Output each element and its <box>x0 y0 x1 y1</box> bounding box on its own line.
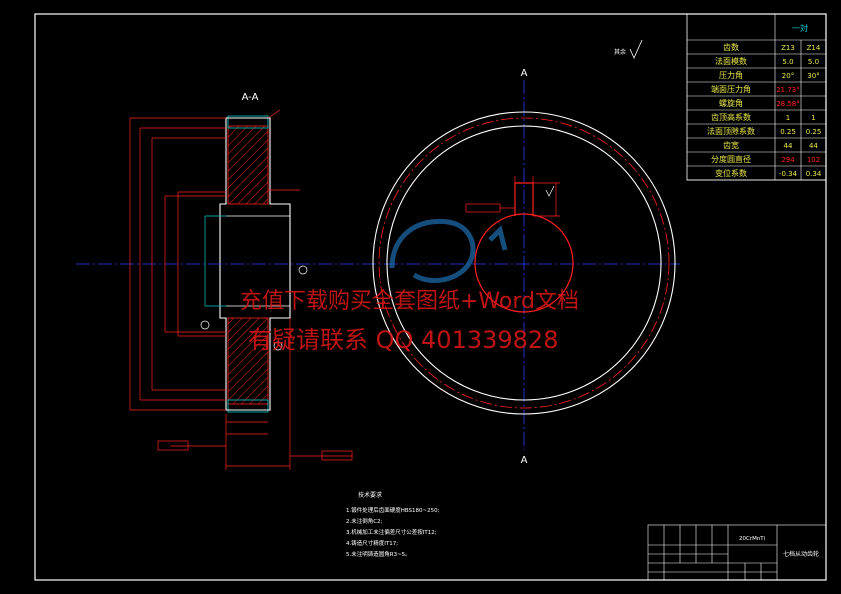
table-row: 螺旋角 28.58° <box>687 98 826 111</box>
table-row: 法面模数 5.0 5.0 <box>687 56 826 69</box>
table-cell-v1: 20° <box>782 72 794 80</box>
table-cell-label: 法面顶隙系数 <box>707 126 755 136</box>
table-row: 端面压力角 21.73° <box>687 84 826 97</box>
tech-note-item: 4.铸造尺寸精度IT17; <box>346 539 398 547</box>
parameter-table: 一対 齿数 Z13 Z14 法面模数 5.0 5.0 压力角 20° 30° 端面压力角 21.73… <box>686 13 827 181</box>
table-cell-label: 端面压力角 <box>711 84 751 94</box>
table-header: 一対 <box>792 23 808 33</box>
table-cell-label: 螺旋角 <box>719 98 743 108</box>
cut-mark-top: A <box>521 68 528 79</box>
table-row: 齿宽 44 44 <box>687 140 826 153</box>
watermark-line-1: 充值下载购买全套图纸+Word文档 <box>240 289 579 314</box>
table-cell-v1: 28.58° <box>776 100 800 108</box>
table-cell-v2: 0.34 <box>806 170 822 178</box>
table-cell-v1: 21.73° <box>776 86 800 94</box>
table-cell-label: 压力角 <box>719 70 743 80</box>
table-cell-label: 法面模数 <box>715 56 747 66</box>
title-block <box>647 524 827 581</box>
svg-text:其余: 其余 <box>614 48 626 56</box>
tech-notes-title: 技术要求 <box>358 491 382 499</box>
table-cell-v2: Z14 <box>807 44 821 52</box>
table-row: 压力角 20° 30° <box>687 70 826 83</box>
table-row: 齿顶高系数 1 1 <box>687 112 826 125</box>
tech-note-item: 2.未注倒角C2; <box>346 517 383 525</box>
table-cell-label: 齿数 <box>723 42 739 52</box>
section-label: A-A <box>242 92 259 103</box>
table-cell-v1: Z13 <box>781 44 795 52</box>
table-row: 分度圆直径 294 102 <box>687 154 826 167</box>
watermark-logo <box>389 218 508 284</box>
roughness-symbol-top: 其余 <box>614 39 643 59</box>
section-view <box>76 109 680 470</box>
title-block-material: 20CrMnTi <box>739 536 766 542</box>
table-cell-v1: 294 <box>781 156 795 164</box>
table-cell-v2: 1 <box>811 114 815 122</box>
table-cell-v1: 1 <box>786 114 790 122</box>
table-cell-v1: 0.25 <box>780 128 796 136</box>
table-cell-v2: 5.0 <box>808 58 819 66</box>
table-row: 变位系数 -0.34 0.34 <box>687 168 826 181</box>
title-block-part-name: 七档从动齿轮 <box>783 550 819 558</box>
cut-mark-bottom: A <box>521 455 528 466</box>
table-cell-v2: 44 <box>809 142 818 150</box>
table-cell-v2: 102 <box>807 156 820 164</box>
table-cell-label: 分度圆直径 <box>711 154 751 164</box>
table-cell-label: 齿宽 <box>723 140 739 150</box>
watermark-line-2: 有疑请联系 QQ 401339828 <box>248 326 559 354</box>
table-cell-label: 变位系数 <box>715 168 747 178</box>
table-cell-v1: 5.0 <box>782 58 793 66</box>
front-view <box>372 80 676 450</box>
table-cell-v2: 30° <box>807 72 819 80</box>
tech-note-item: 5.未注明铸造圆角R3~5。 <box>346 550 411 558</box>
table-cell-v1: 44 <box>784 142 793 150</box>
tech-note-item: 1.锻件处理后齿面硬度HBS180~250; <box>346 506 440 514</box>
table-cell-v2: 0.25 <box>806 128 822 136</box>
tech-note-item: 3.机械加工未注偏差尺寸公差按IT12; <box>346 528 437 536</box>
table-cell-label: 齿顶高系数 <box>711 112 751 122</box>
drawing-frame <box>34 13 827 581</box>
tech-notes: 技术要求 1.锻件处理后齿面硬度HBS180~250; 2.未注倒角C2; 3.机械… <box>346 491 440 558</box>
table-row: 法面顶隙系数 0.25 0.25 <box>687 126 826 139</box>
table-row: 齿数 Z13 Z14 <box>687 42 826 55</box>
table-cell-v1: -0.34 <box>779 170 798 178</box>
